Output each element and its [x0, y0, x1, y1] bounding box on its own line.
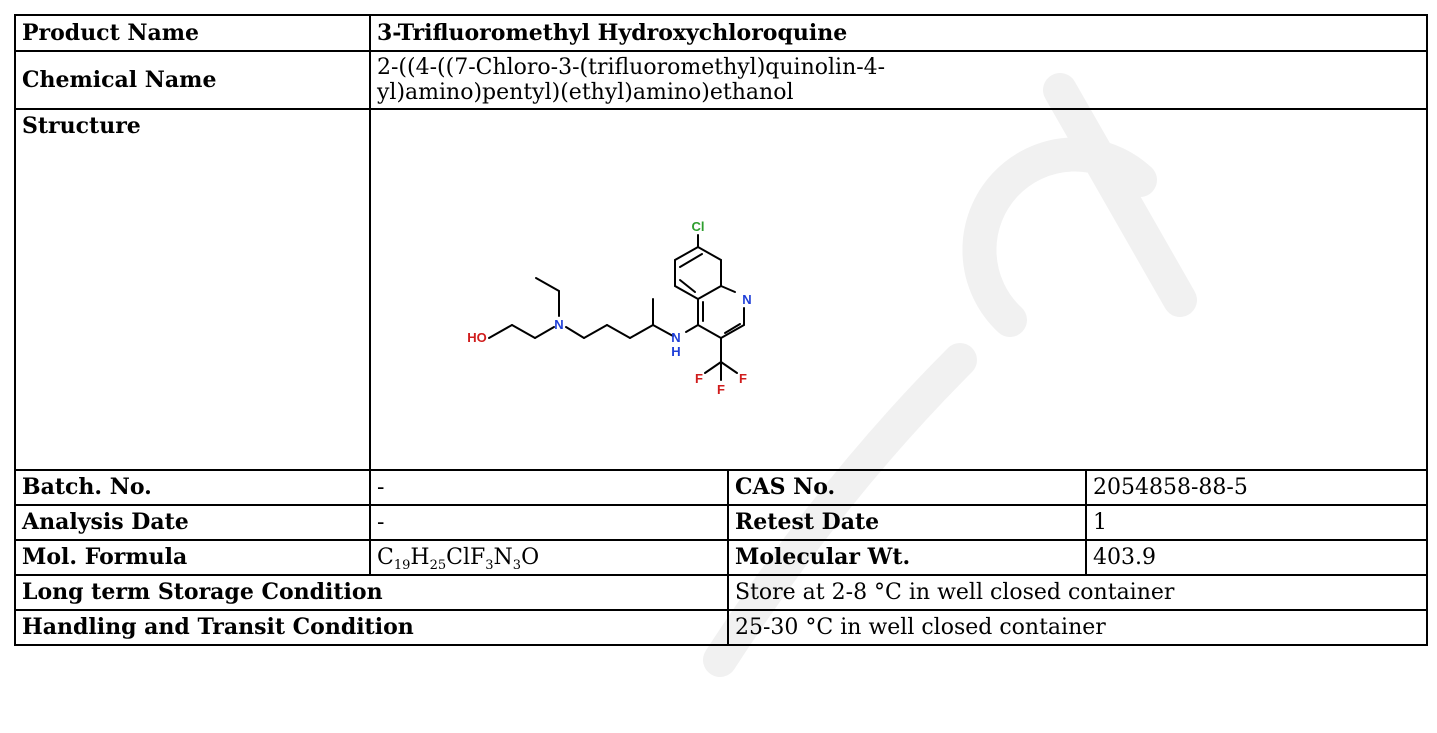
retest-date-value: 1	[1085, 504, 1428, 541]
chemical-name-line-1: 2-((4-((7-Chloro-3-(trifluoromethyl)quin…	[377, 55, 886, 80]
atom-amino-hydrogen: H	[671, 344, 680, 359]
chemical-name-label: Chemical Name	[14, 50, 371, 110]
chemical-name-value: 2-((4-((7-Chloro-3-(trifluoromethyl)quin…	[369, 50, 1428, 110]
mol-formula-value: C19H25ClF3N3O	[369, 539, 729, 576]
analysis-date-value: -	[369, 504, 729, 541]
atom-fluorine-1: F	[695, 371, 703, 386]
row-chemical-name: Chemical Name 2-((4-((7-Chloro-3-(triflu…	[14, 50, 1428, 110]
product-name-value: 3-Trifluoromethyl Hydroxychloroquine	[369, 14, 1428, 52]
atom-fluorine-3: F	[717, 382, 725, 397]
storage-label: Long term Storage Condition	[14, 574, 729, 611]
analysis-date-label: Analysis Date	[14, 504, 371, 541]
atom-ring-nitrogen: N	[742, 292, 751, 307]
batch-no-label: Batch. No.	[14, 469, 371, 506]
chemical-name-line-2: yl)amino)pentyl)(ethyl)amino)ethanol	[377, 80, 794, 105]
mol-formula-label: Mol. Formula	[14, 539, 371, 576]
row-structure: Structure	[14, 108, 1428, 471]
atom-amino-nitrogen: N	[671, 330, 680, 345]
row-handling: Handling and Transit Condition 25-30 °C …	[14, 609, 1428, 646]
molecular-weight-label: Molecular Wt.	[727, 539, 1087, 576]
atom-fluorine-2: F	[739, 371, 747, 386]
structure-label: Structure	[14, 108, 371, 471]
batch-no-value: -	[369, 469, 729, 506]
row-analysis-retest: Analysis Date - Retest Date 1	[14, 504, 1428, 541]
cas-no-label: CAS No.	[727, 469, 1087, 506]
product-name-label: Product Name	[14, 14, 371, 52]
handling-value: 25-30 °C in well closed container	[727, 609, 1428, 646]
coa-table: Product Name 3-Trifluoromethyl Hydroxych…	[14, 14, 1428, 646]
storage-value: Store at 2-8 °C in well closed container	[727, 574, 1428, 611]
atom-amine-nitrogen: N	[554, 317, 563, 332]
structure-cell: Cl N N N H HO F F F	[369, 108, 1428, 471]
cas-no-value: 2054858-88-5	[1085, 469, 1428, 506]
row-product-name: Product Name 3-Trifluoromethyl Hydroxych…	[14, 14, 1428, 52]
row-formula-weight: Mol. Formula C19H25ClF3N3O Molecular Wt.…	[14, 539, 1428, 576]
row-storage: Long term Storage Condition Store at 2-8…	[14, 574, 1428, 611]
row-batch-cas: Batch. No. - CAS No. 2054858-88-5	[14, 469, 1428, 506]
molecular-weight-value: 403.9	[1085, 539, 1428, 576]
retest-date-label: Retest Date	[727, 504, 1087, 541]
atom-hydroxyl: HO	[467, 330, 487, 345]
structure-diagram: Cl N N N H HO F F F	[467, 219, 751, 397]
handling-label: Handling and Transit Condition	[14, 609, 729, 646]
atom-chlorine: Cl	[692, 219, 705, 234]
